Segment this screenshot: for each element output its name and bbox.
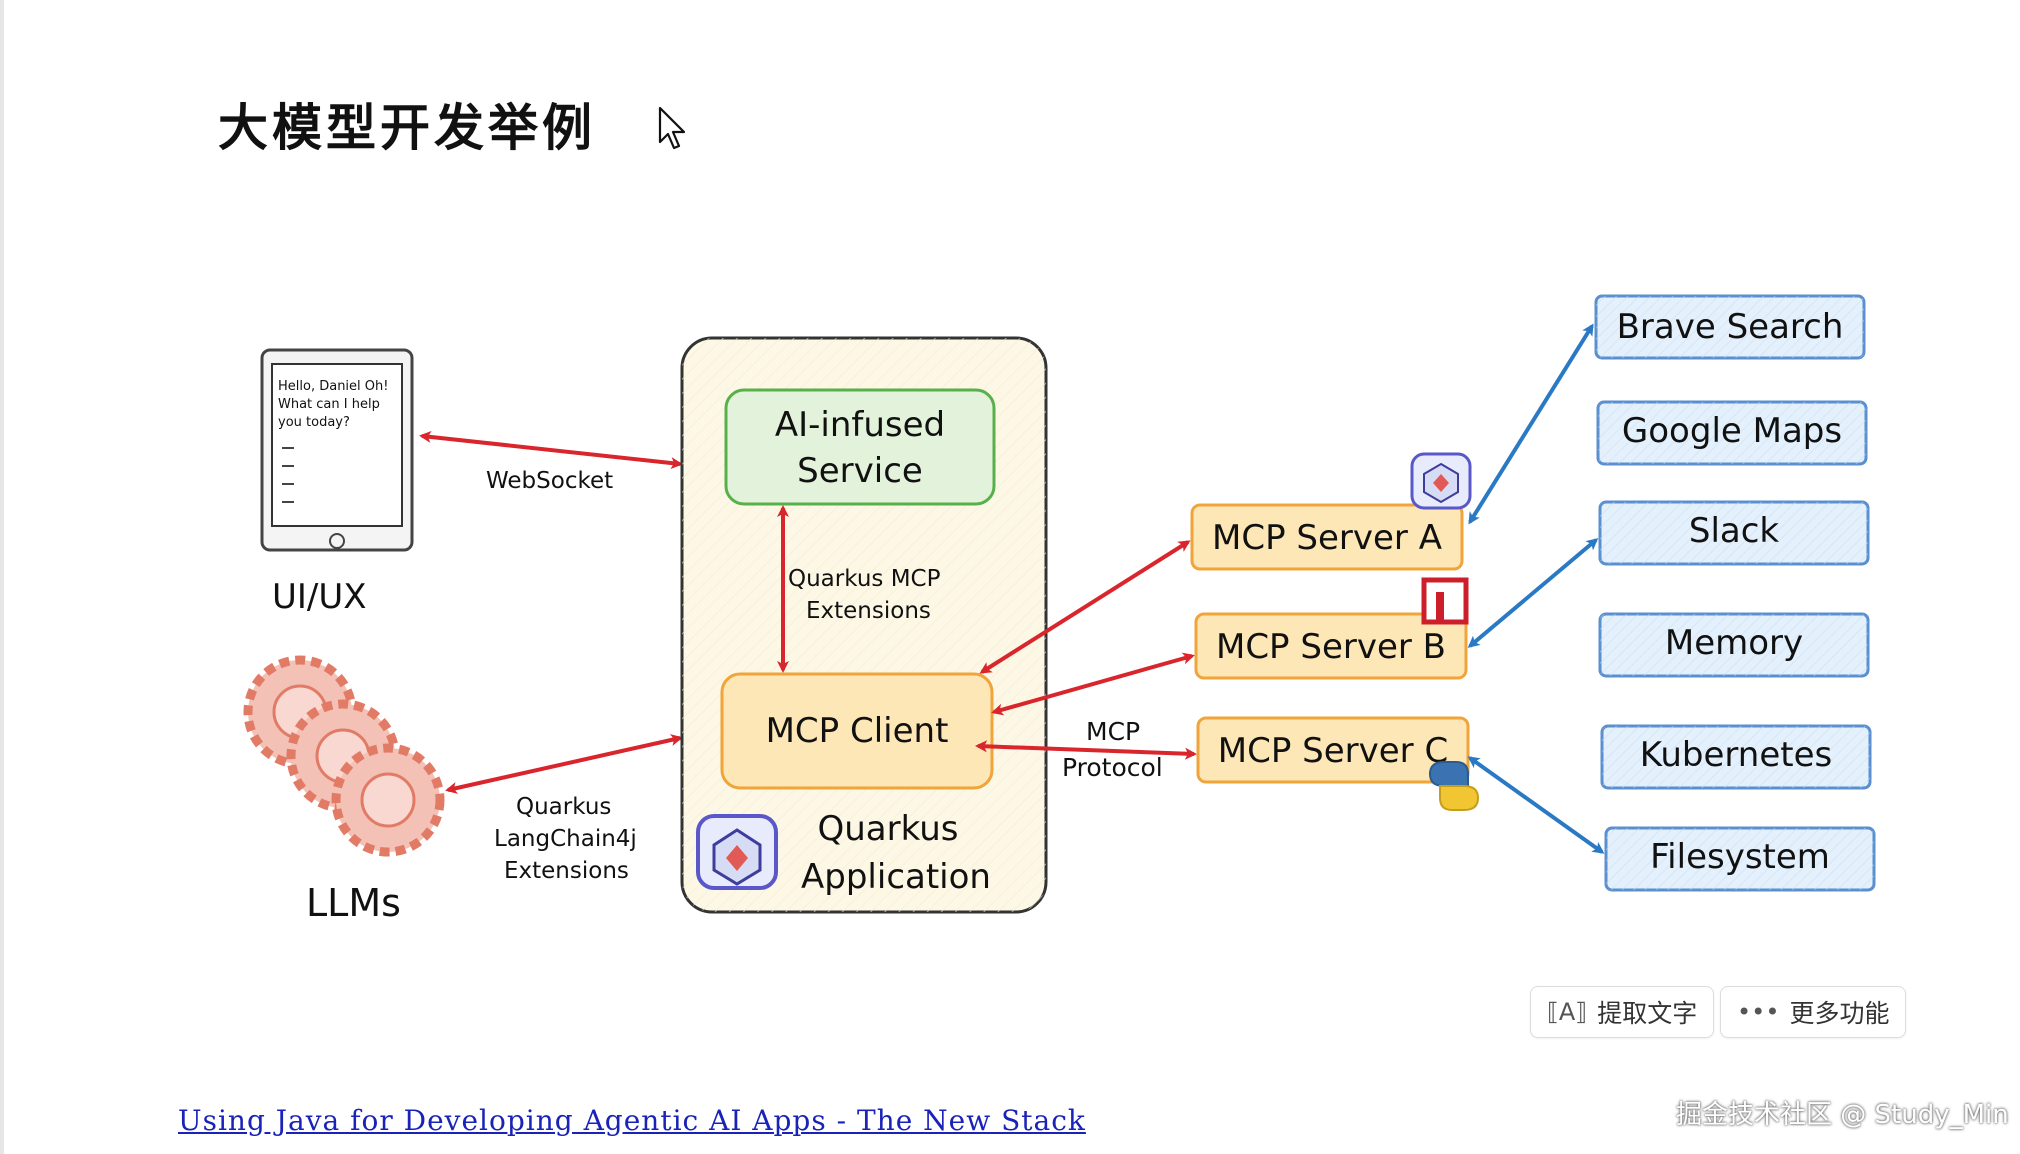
extract-text-button[interactable]: ⟦A⟧ 提取文字 bbox=[1530, 986, 1715, 1038]
tool-label: Filesystem bbox=[1650, 837, 1830, 877]
server-a-tools-arrow bbox=[1468, 323, 1594, 525]
tool-label: Google Maps bbox=[1622, 411, 1842, 451]
more-features-label: 更多功能 bbox=[1789, 999, 1890, 1028]
mcp-server-b-box bbox=[1194, 612, 1468, 680]
mouse-cursor-icon bbox=[658, 106, 686, 150]
quarkus-logo-icon bbox=[1410, 452, 1472, 510]
langchain-label: Quarkus bbox=[516, 794, 611, 820]
mcp-server-b-label: MCP Server B bbox=[1216, 627, 1446, 667]
ai-service-label: Service bbox=[797, 451, 923, 491]
langchain-label: Extensions bbox=[504, 858, 629, 884]
watermark: 掘金技术社区 @ Study_Min bbox=[1676, 1100, 2009, 1130]
app-label: Application bbox=[801, 857, 991, 897]
tablet-text-line: What can I help bbox=[278, 397, 380, 412]
server-b-tools-arrow bbox=[1467, 538, 1599, 648]
more-dots-icon: ••• bbox=[1737, 998, 1780, 1026]
tool-filesystem bbox=[1604, 826, 1876, 892]
source-link[interactable]: Using Java for Developing Agentic AI App… bbox=[178, 1104, 1086, 1137]
mcp-server-a-box bbox=[1190, 503, 1464, 571]
websocket-arrow bbox=[419, 431, 683, 469]
client-server-a-arrow bbox=[979, 540, 1191, 674]
text-scan-icon: ⟦A⟧ bbox=[1547, 998, 1588, 1026]
more-features-button[interactable]: ••• 更多功能 bbox=[1720, 986, 1907, 1038]
quarkus-logo-icon bbox=[696, 814, 778, 890]
tool-memory bbox=[1598, 612, 1870, 678]
ai-service-box bbox=[724, 388, 996, 506]
server-c-tools-arrow bbox=[1467, 756, 1605, 854]
mcp-client-label: MCP Client bbox=[766, 711, 949, 751]
ui-label: UI/UX bbox=[272, 577, 367, 617]
mcp-client-box bbox=[720, 672, 994, 790]
ai-service-label: AI-infused bbox=[775, 405, 945, 445]
tool-brave-search bbox=[1594, 294, 1866, 360]
tool-label: Slack bbox=[1689, 511, 1780, 551]
tool-label: Kubernetes bbox=[1640, 735, 1832, 775]
websocket-label: WebSocket bbox=[486, 468, 613, 494]
tablet-text-line: Hello, Daniel Oh! bbox=[278, 379, 388, 394]
extensions-label: Extensions bbox=[806, 598, 931, 624]
tool-slack bbox=[1598, 500, 1870, 566]
client-server-b-arrow bbox=[991, 652, 1195, 716]
mcp-server-c-box bbox=[1196, 716, 1470, 784]
llm-label: LLMs bbox=[306, 881, 401, 925]
mcp-server-a-label: MCP Server A bbox=[1212, 518, 1442, 558]
langchain-label: LangChain4j bbox=[494, 826, 637, 852]
mcp-server-c-label: MCP Server C bbox=[1218, 731, 1448, 771]
python-icon bbox=[1428, 761, 1480, 811]
tool-google-maps bbox=[1596, 400, 1868, 466]
tool-label: Memory bbox=[1665, 623, 1803, 663]
protocol-label: Protocol bbox=[1062, 753, 1163, 782]
tool-label: Brave Search bbox=[1617, 307, 1844, 347]
extensions-label: Quarkus MCP bbox=[788, 566, 941, 592]
llm-arrow bbox=[445, 734, 683, 794]
protocol-label: MCP bbox=[1086, 717, 1140, 746]
window-edge bbox=[0, 0, 4, 1154]
page-title: 大模型开发举例 bbox=[218, 99, 596, 157]
tablet-text-line: you today? bbox=[278, 415, 350, 430]
app-label: Quarkus bbox=[817, 809, 958, 849]
tool-kubernetes bbox=[1600, 724, 1872, 790]
tablet-icon bbox=[260, 348, 414, 552]
openshift-icon bbox=[1421, 577, 1469, 625]
gears-icon bbox=[243, 655, 445, 857]
extract-text-label: 提取文字 bbox=[1597, 999, 1698, 1028]
client-server-c-arrow bbox=[975, 740, 1197, 760]
